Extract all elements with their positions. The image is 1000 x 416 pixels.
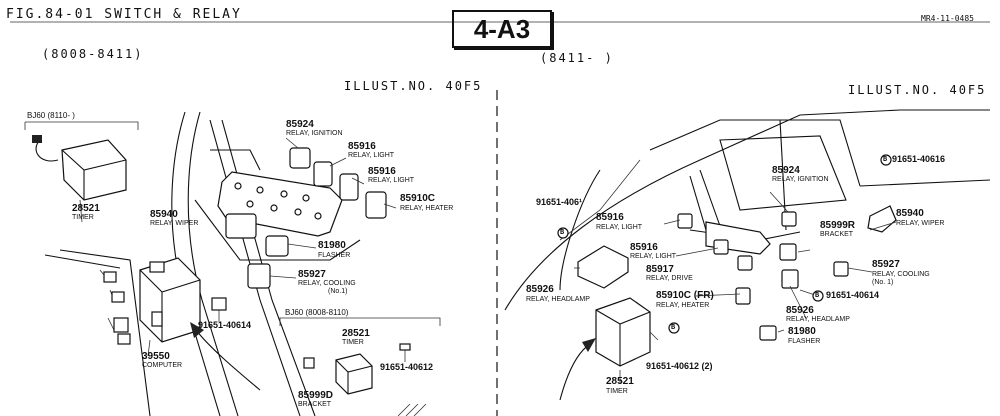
left-inset-bottom-label: BJ60 (8008-8110) xyxy=(285,308,349,317)
callout-part-number: 28521 xyxy=(342,328,370,339)
right-arrow xyxy=(559,343,591,401)
callout-part-number: 81980 xyxy=(788,326,816,337)
callout-part-number: 85999D xyxy=(298,390,334,401)
callout-description: RELAY, HEADLAMP xyxy=(526,296,590,303)
bolt-marker-label: B xyxy=(815,291,820,299)
left-inset-top-box xyxy=(24,121,139,223)
callout-part-number: 85999R xyxy=(820,220,856,231)
callout-part-number: 85916 xyxy=(368,166,396,177)
callout-part-number: 91651-40616 xyxy=(892,154,946,164)
callout-part-number: 85927 xyxy=(298,269,326,280)
callout-description: BRACKET xyxy=(298,401,332,408)
callout-description: TIMER xyxy=(72,214,94,221)
callout-part-number: 28521 xyxy=(72,203,100,214)
callout-part-number: 85940 xyxy=(896,208,924,219)
left-body-panels xyxy=(44,111,361,416)
callout-description: TIMER xyxy=(342,339,364,346)
callout-description: FLASHER xyxy=(318,252,351,259)
callout-description: BRACKET xyxy=(820,231,854,238)
callout-description: RELAY, LIGHT xyxy=(630,253,677,260)
callout-part-number: 81980 xyxy=(318,240,346,251)
figure-title: FIG.84-01 SWITCH & RELAY xyxy=(6,7,242,22)
callout-part-number: 91651-40612 xyxy=(380,362,434,372)
left-arrow xyxy=(195,329,261,391)
callout-description: RELAY, LIGHT xyxy=(596,224,643,231)
callout-part-number: 85910C xyxy=(400,193,436,204)
right-bolt-markers xyxy=(557,154,892,334)
callout-description: RELAY, HEADLAMP xyxy=(786,316,850,323)
bolt-marker-label: B xyxy=(883,155,888,163)
callout-part-number: 85916 xyxy=(596,212,624,223)
callout-description: RELAY, LIGHT xyxy=(368,177,415,184)
callout-description: RELAY, WIPER xyxy=(150,220,199,227)
callout-description: RELAY, LIGHT xyxy=(348,152,395,159)
callout-part-number: 85916 xyxy=(630,242,658,253)
callout-part-number: 85924 xyxy=(772,165,800,176)
bolt-marker-label: B xyxy=(560,228,565,236)
left-date-range: (8008-8411) xyxy=(42,47,144,61)
left-relays xyxy=(211,137,397,322)
callout-description: RELAY, COOLING xyxy=(872,271,930,278)
callout-description: (No. 1) xyxy=(872,279,894,286)
callout-part-number: 85926 xyxy=(786,305,814,316)
left-arrow-head xyxy=(190,322,204,338)
document-code: MR4-11-0485 xyxy=(921,14,974,23)
callout-part-number: 85940 xyxy=(150,209,178,220)
callout-part-number: 91651-40612 (2) xyxy=(646,361,713,371)
left-computer xyxy=(139,257,201,357)
callout-part-number: 85926 xyxy=(526,284,554,295)
callout-description: RELAY, HEATER xyxy=(656,302,710,309)
callout-part-number: 85916 xyxy=(348,141,376,152)
callout-description: RELAY, HEATER xyxy=(400,205,454,212)
callout-part-number: 85910C (FR) xyxy=(656,290,714,301)
callout-part-number: 28521 xyxy=(606,376,634,387)
callout-part-number: 39550 xyxy=(142,351,170,362)
right-arrow-head xyxy=(582,338,596,352)
callout-part-number: 91651-40614 xyxy=(198,320,252,330)
right-illust-number: ILLUST.NO. 40F5 xyxy=(848,83,987,97)
right-parts xyxy=(574,191,897,384)
callout-part-number: 91651-406¹ xyxy=(536,197,583,207)
callout-description: COMPUTER xyxy=(142,362,183,369)
left-inset-top-label: BJ60 (8110- ) xyxy=(27,111,75,120)
page-reference-box: 4-A3 xyxy=(452,10,552,48)
callout-part-number: 91651-40614 xyxy=(826,290,880,300)
left-illust-number: ILLUST.NO. 40F5 xyxy=(344,79,483,93)
callout-part-number: 85924 xyxy=(286,119,314,130)
callout-description: RELAY, DRIVE xyxy=(646,275,693,282)
callout-part-number: 85917 xyxy=(646,264,674,275)
callout-description: FLASHER xyxy=(788,338,821,345)
bolt-marker-label: B xyxy=(671,323,676,331)
callout-description: RELAY, IGNITION xyxy=(772,176,829,183)
callout-description: (No.1) xyxy=(328,288,348,295)
callout-description: TIMER xyxy=(606,388,628,395)
callout-description: RELAY, COOLING xyxy=(298,280,356,287)
callout-description: RELAY, WIPER xyxy=(896,220,945,227)
left-inset-bottom-box xyxy=(279,317,441,416)
right-date-range: (8411- ) xyxy=(540,51,614,65)
callout-description: RELAY, IGNITION xyxy=(286,130,343,137)
callout-part-number: 85927 xyxy=(872,259,900,270)
